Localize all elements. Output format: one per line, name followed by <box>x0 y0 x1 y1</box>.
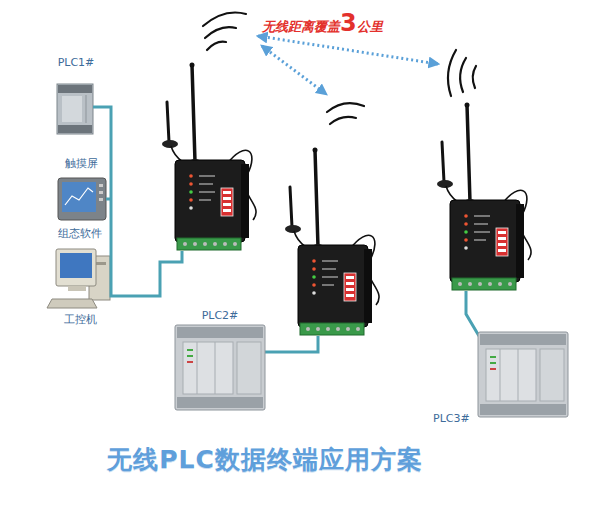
device-label: PLC3# <box>433 412 470 426</box>
label-holder: 无线距离覆盖3公里 <box>262 10 383 40</box>
device-node: PLC2# <box>170 309 270 413</box>
device-node: 组态软件工控机 <box>47 227 113 327</box>
device-label: 组态软件 <box>58 227 102 241</box>
device-label: PLC2# <box>202 309 239 323</box>
device-node: PLC3# <box>430 322 570 426</box>
range-note: 无线距离覆盖3公里 <box>262 10 383 40</box>
computer-icon <box>47 249 110 308</box>
radio-terminal <box>285 148 379 336</box>
range-note-part: 无线距离覆盖 <box>262 19 340 34</box>
plc-module <box>478 332 568 417</box>
radio-terminal <box>162 63 256 251</box>
range-arrow <box>258 36 438 94</box>
device-label: 工控机 <box>64 313 97 327</box>
radio-wave <box>203 13 476 125</box>
wire <box>93 107 479 352</box>
radio-terminal <box>437 103 531 291</box>
range-note-part: 公里 <box>357 19 383 34</box>
device-label: PLC1# <box>58 56 95 70</box>
title-holder: 无线PLC数据终端应用方案 <box>40 443 490 476</box>
range-note-part: 3 <box>340 9 357 37</box>
plc-module <box>175 325 265 410</box>
diagram-title: 无线PLC数据终端应用方案 <box>40 443 490 476</box>
device-label: 触摸屏 <box>65 157 98 171</box>
device-node: 触摸屏 <box>52 157 110 225</box>
device-node: PLC1# <box>50 56 102 138</box>
plc-module <box>57 84 93 134</box>
touchscreen-icon <box>58 178 106 220</box>
